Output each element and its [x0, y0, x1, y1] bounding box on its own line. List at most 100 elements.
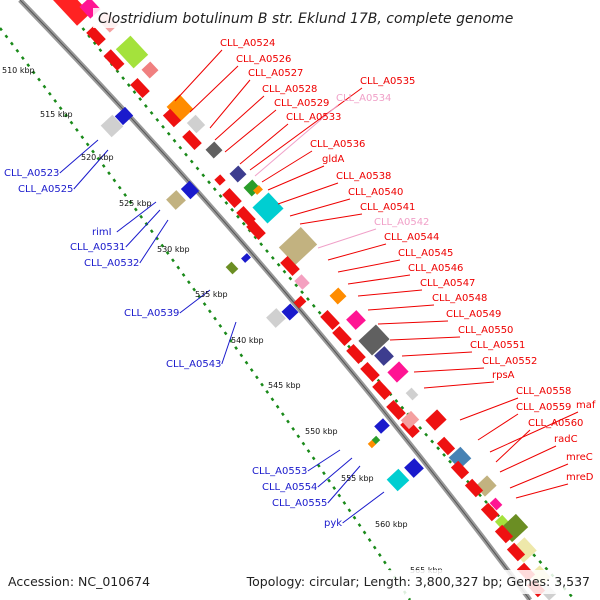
gene-feature [386, 468, 410, 492]
leader-line [254, 104, 339, 177]
gene-label-forward: CLL_A0528 [262, 84, 317, 95]
gene-label-forward: CLL_A0538 [336, 171, 391, 182]
genome-summary-text: Topology: circular; Length: 3,800,327 bp… [246, 574, 590, 589]
gene-feature [436, 436, 456, 456]
gene-label-forward: CLL_A0549 [446, 309, 501, 320]
gene-label-forward: CLL_A0550 [458, 325, 513, 336]
ruler-tick-label: 550 kbp [305, 427, 338, 436]
leader-line [116, 201, 157, 233]
gene-feature [280, 256, 300, 276]
ruler-tick-label: 520 kbp [81, 153, 114, 162]
gene-label-reverse: rimI [92, 227, 112, 238]
leader-line [477, 413, 519, 441]
gene-label-forward: CLL_A0526 [236, 54, 291, 65]
gene-label-forward: CLL_A0542 [374, 217, 429, 228]
leader-line [347, 274, 411, 285]
gene-feature [103, 49, 125, 71]
gene-feature [114, 106, 134, 126]
gene-feature [400, 410, 420, 430]
gene-feature [374, 346, 394, 366]
gene-label-forward: CLL_A0529 [274, 98, 329, 109]
gene-feature [266, 308, 286, 328]
gene-label-forward: CLL_A0540 [348, 187, 403, 198]
leader-line [367, 304, 435, 311]
leader-line [342, 491, 385, 524]
leader-line [267, 165, 325, 191]
leader-line [179, 289, 211, 314]
gene-label-forward: CLL_A0533 [286, 112, 341, 123]
leader-line [515, 483, 569, 499]
gene-feature [448, 446, 472, 470]
gene-label-reverse: CLL_A0523 [4, 168, 59, 179]
gene-label-reverse: CLL_A0525 [18, 184, 73, 195]
gene-feature [387, 361, 409, 383]
gene-label-forward: mreC [566, 452, 593, 463]
leader-line [299, 213, 363, 225]
gene-label-forward: mreD [566, 472, 594, 483]
gene-feature [480, 502, 500, 522]
gene-label-forward: CLL_A0559 [516, 402, 571, 413]
gene-feature [329, 287, 347, 305]
gene-feature [180, 180, 200, 200]
ruler-line-outer [59, 0, 576, 600]
leader-line [423, 381, 495, 389]
gene-label-reverse: CLL_A0532 [84, 258, 139, 269]
gene-feature [320, 310, 340, 330]
gene-label-forward: CLL_A0551 [470, 340, 525, 351]
gene-label-reverse: CLL_A0554 [262, 482, 317, 493]
gene-label-forward: CLL_A0536 [310, 139, 365, 150]
leader-line [73, 149, 109, 190]
gene-feature [252, 192, 284, 224]
ruler-tick-label: 525 kbp [119, 199, 152, 208]
gene-feature [141, 61, 159, 79]
leader-line [509, 463, 569, 489]
ruler-tick-label: 510 kbp [2, 66, 35, 75]
leader-line [495, 429, 531, 463]
leader-line [401, 351, 473, 357]
gene-feature [130, 78, 150, 98]
gene-label-forward: CLL_A0548 [432, 293, 487, 304]
gene-label-forward: CLL_A0534 [336, 93, 391, 104]
leader-line [189, 65, 239, 113]
leader-line [337, 259, 401, 273]
footer-background [0, 570, 600, 594]
leader-line [357, 289, 423, 297]
gene-feature [506, 542, 526, 562]
gene-feature [371, 435, 381, 445]
gene-label-reverse: CLL_A0531 [70, 242, 125, 253]
leader-line [389, 336, 461, 341]
gene-feature [294, 274, 310, 290]
leader-line [174, 49, 223, 102]
gene-label-forward: maf [576, 400, 596, 411]
gene-label-forward: CLL_A0546 [408, 263, 463, 274]
gene-feature [205, 141, 223, 159]
leader-line [209, 79, 251, 129]
title-background [93, 8, 513, 28]
leader-line [239, 123, 289, 165]
gene-feature [225, 261, 239, 275]
genome-backbone-core [19, 0, 531, 600]
leader-line [214, 95, 265, 141]
gene-feature [404, 458, 424, 478]
map-title: Clostridium botulinum B str. Eklund 17B,… [98, 11, 513, 27]
gene-feature [162, 108, 182, 128]
leader-line [289, 198, 351, 217]
leader-line [499, 445, 557, 473]
leader-line [125, 209, 161, 248]
gene-label-forward: CLL_A0545 [398, 248, 453, 259]
leader-line [413, 367, 485, 373]
gene-feature [100, 114, 124, 138]
gene-feature [86, 26, 106, 46]
gene-feature [186, 114, 206, 134]
gene-feature [405, 387, 419, 401]
leader-line [224, 109, 277, 153]
leader-line [327, 465, 361, 504]
gene-feature [241, 253, 251, 263]
leader-line [307, 449, 341, 472]
leader-line [489, 411, 579, 453]
leader-line [249, 87, 363, 171]
gene-label-forward: CLL_A0560 [528, 418, 583, 429]
gene-feature [358, 324, 390, 356]
gene-label-forward: gldA [322, 154, 344, 165]
leader-line [459, 397, 519, 421]
